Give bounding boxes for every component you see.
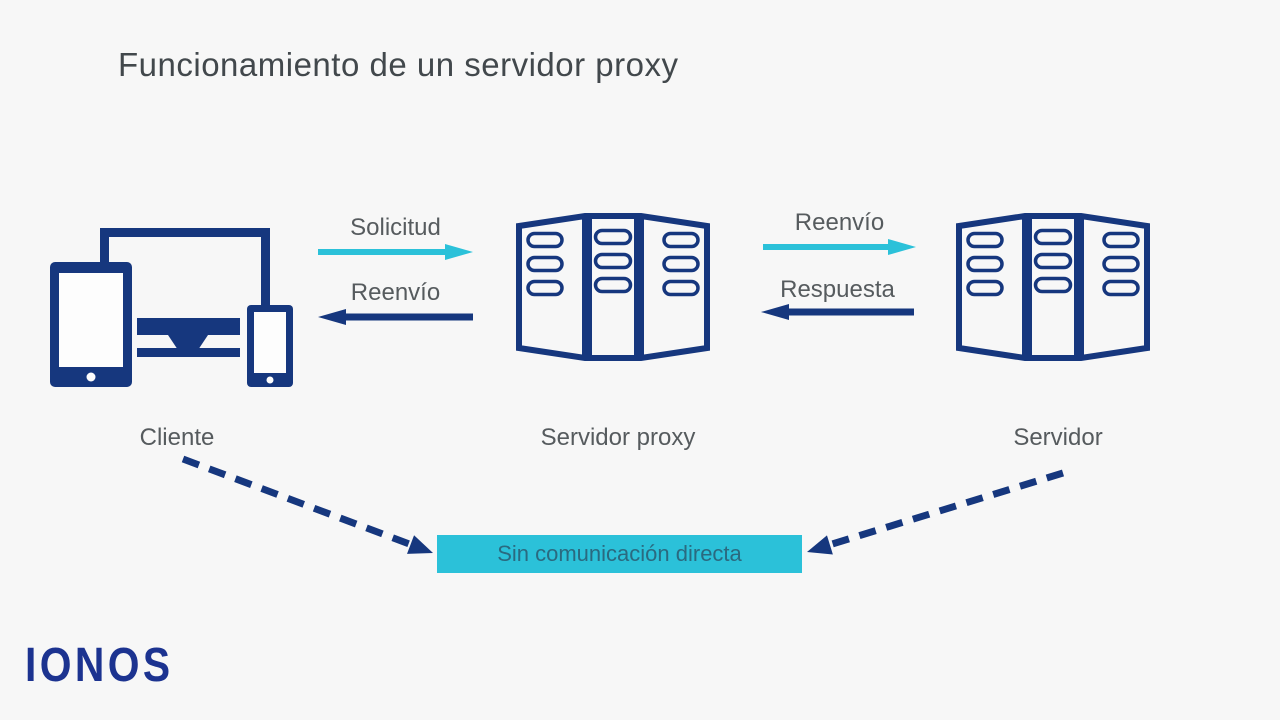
no-direct-communication-box: Sin comunicación directa: [437, 535, 802, 573]
arrow-reenvio-left: [318, 309, 473, 325]
monitor-base: [137, 348, 240, 357]
flow-label-reenvio-right: Reenvío: [794, 209, 885, 236]
node-label-servidor-proxy: Servidor proxy: [540, 424, 696, 451]
node-label-servidor: Servidor: [1013, 424, 1103, 451]
node-label-cliente: Cliente: [139, 424, 215, 451]
flow-label-solicitud: Solicitud: [350, 214, 441, 241]
monitor-stand: [168, 335, 208, 350]
rack-slots: [966, 228, 1140, 297]
tablet-screen: [59, 273, 123, 367]
monitor-bezel: [137, 318, 240, 335]
phone-screen: [254, 312, 286, 373]
monitor-outline: [100, 228, 270, 310]
rack-tower-center: [1026, 213, 1080, 361]
arrow-respuesta-left: [761, 304, 914, 320]
ionos-logo: IONOS: [25, 639, 174, 692]
proxy-server-rack-icon: [516, 213, 710, 361]
dashed-arrowhead-cliente: [407, 535, 433, 554]
rack-tower-right: [638, 213, 710, 361]
client-devices-icon: [50, 228, 293, 387]
flow-label-reenvio-left: Reenvío: [350, 279, 441, 306]
dashed-arrowhead-servidor: [807, 535, 833, 555]
rack-tower-center: [586, 213, 640, 361]
arrow-solicitud-right: [318, 244, 473, 260]
rack-tower-left: [516, 213, 588, 361]
rack-tower-left: [956, 213, 1028, 361]
rack-tower-right: [1078, 213, 1150, 361]
server-rack-icon: [956, 213, 1150, 361]
rack-slots: [526, 228, 700, 297]
phone-home-button: [266, 376, 274, 384]
dashed-arrow-servidor: [827, 469, 1065, 549]
tablet-home-button: [86, 372, 96, 382]
dashed-arrow-cliente: [181, 455, 414, 549]
flow-label-respuesta: Respuesta: [780, 276, 895, 303]
no-direct-communication-label: Sin comunicación directa: [497, 541, 742, 566]
arrow-reenvio-right: [763, 239, 916, 255]
page-title: Funcionamiento de un servidor proxy: [118, 46, 679, 83]
